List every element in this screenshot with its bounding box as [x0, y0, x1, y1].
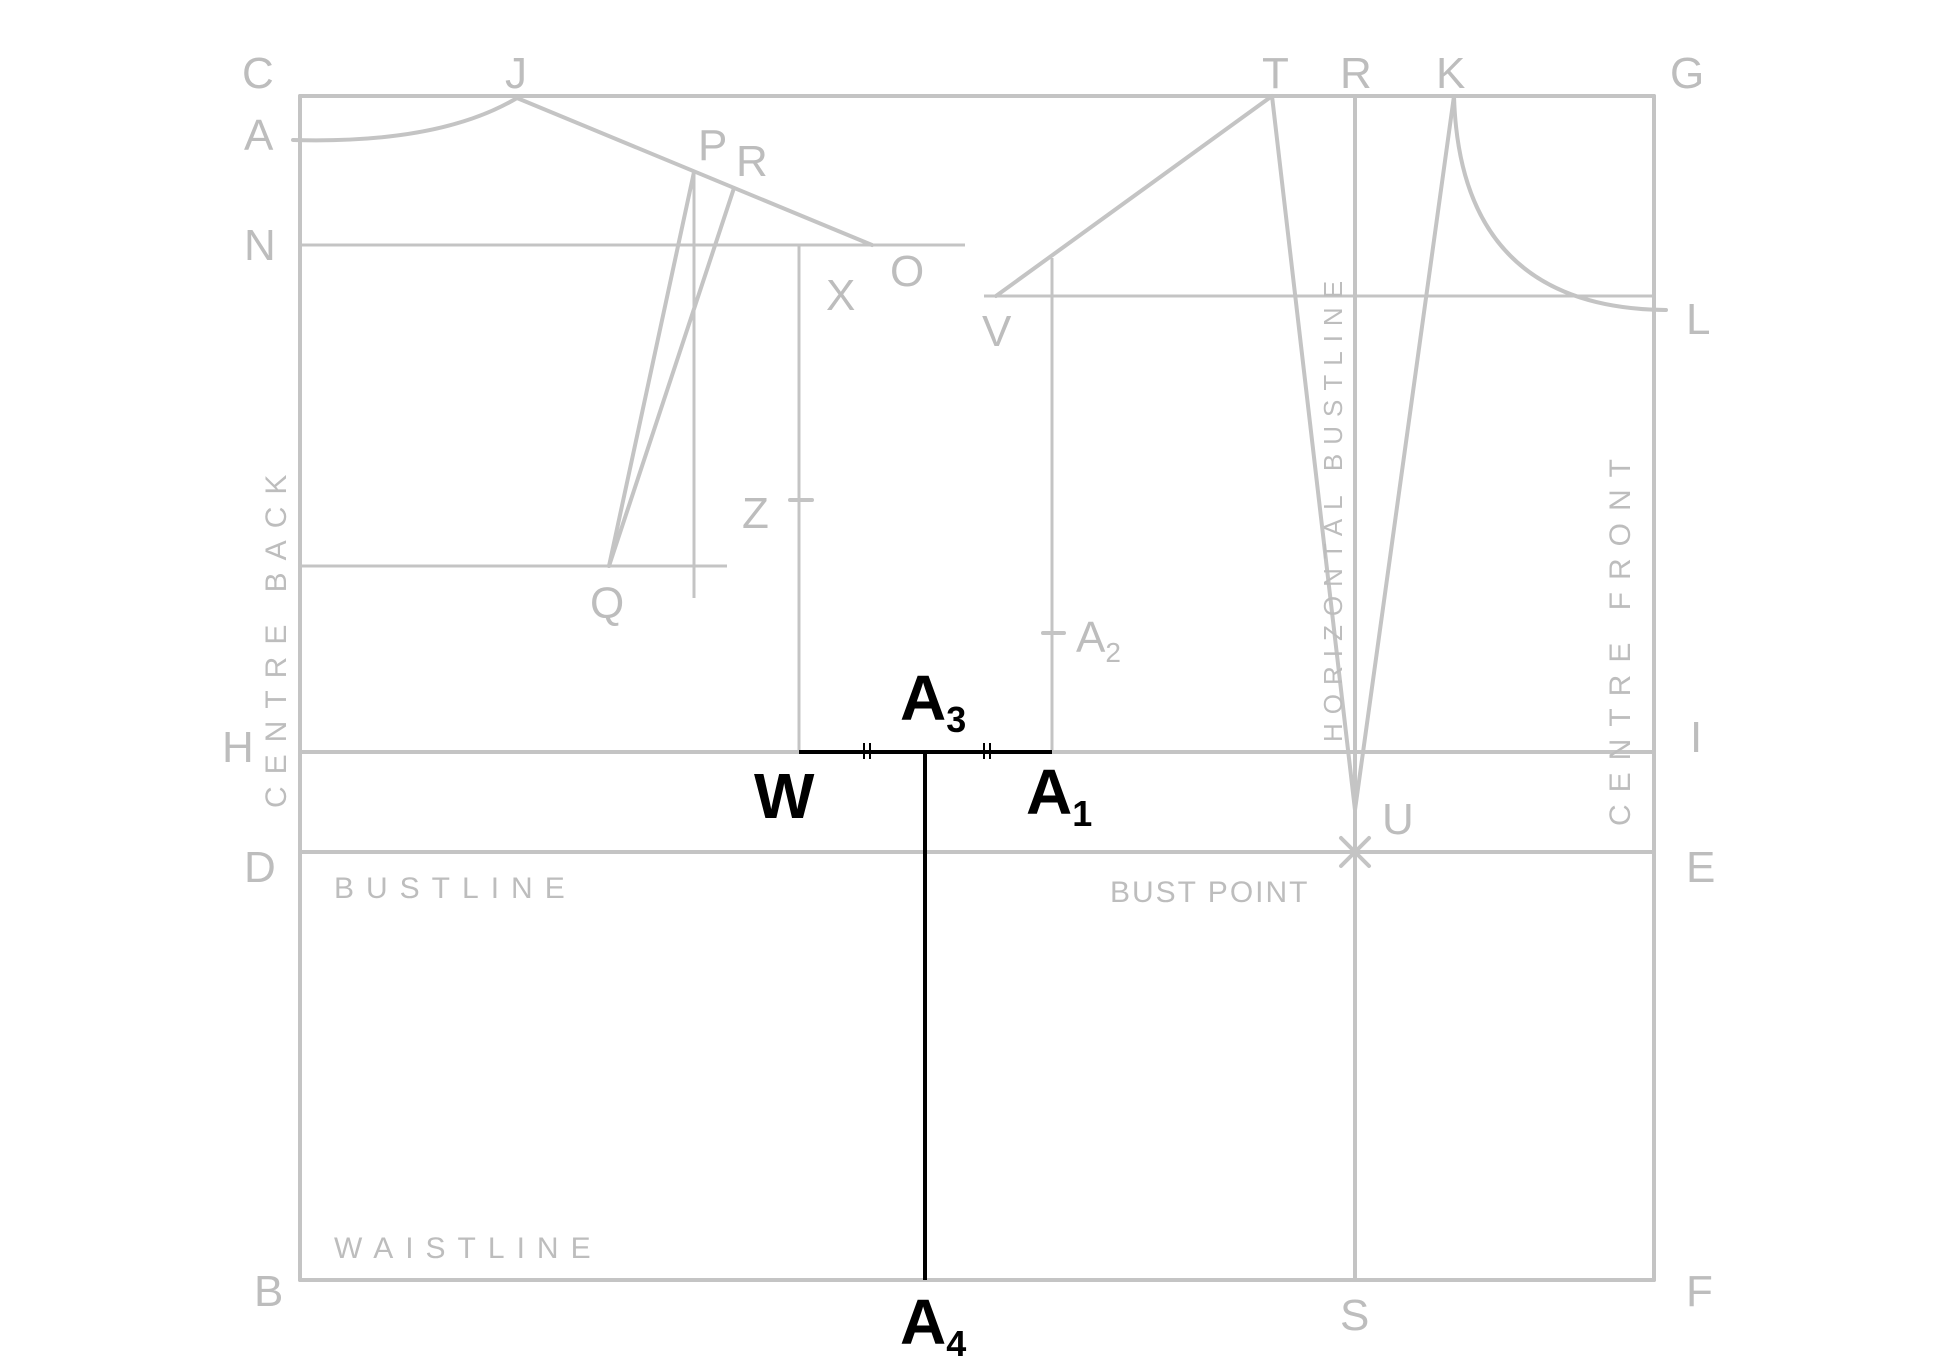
front-neck-curve — [1452, 94, 1668, 312]
centre-front-label: CENTRE FRONT — [1604, 447, 1637, 826]
point-r-top: R — [1340, 49, 1372, 98]
point-r: R — [736, 137, 768, 186]
back-dart-leg-r — [607, 186, 736, 568]
highlight-labels: W A1 A3 A4 — [754, 662, 1092, 1364]
line-labels: CENTRE BACK CENTRE FRONT HORIZONTAL BUST… — [260, 272, 1637, 1265]
point-z: Z — [742, 489, 769, 538]
point-t: T — [1262, 49, 1289, 98]
bust-point-label: BUST POINT — [1110, 876, 1309, 909]
point-u: U — [1382, 795, 1414, 844]
point-k: K — [1436, 49, 1465, 98]
back-dart-leg-p — [607, 170, 696, 568]
point-v: V — [982, 307, 1012, 356]
point-q: Q — [590, 579, 624, 628]
point-d: D — [244, 843, 276, 892]
point-w: W — [754, 760, 815, 832]
centre-back-label: CENTRE BACK — [260, 463, 293, 808]
point-e: E — [1686, 843, 1715, 892]
front-shoulder-line — [994, 94, 1274, 298]
point-j: J — [505, 49, 527, 98]
point-x: X — [826, 271, 855, 320]
back-neck-curve — [291, 96, 519, 143]
point-l: L — [1686, 295, 1710, 344]
bust-point-cross-2 — [1339, 836, 1371, 868]
highlighted-lines — [799, 743, 1052, 1280]
front-dart-leg-t — [1270, 94, 1357, 812]
point-a: A — [244, 111, 274, 160]
waistline-label: WAISTLINE — [334, 1232, 603, 1265]
point-a1: A1 — [1026, 756, 1092, 834]
point-p: P — [698, 121, 727, 170]
point-g: G — [1670, 49, 1704, 98]
horizontal-bustline-label: HORIZONTAL BUSTLINE — [1318, 272, 1348, 742]
point-f: F — [1686, 1267, 1713, 1316]
point-a4: A4 — [900, 1286, 966, 1364]
point-c: C — [242, 49, 274, 98]
point-labels: C J T R K G A P R N O X V L Z Q A2 H I U… — [222, 49, 1715, 1340]
point-b: B — [254, 1267, 283, 1316]
point-i: I — [1690, 713, 1702, 762]
construction-lines — [291, 94, 1668, 1282]
point-a2: A2 — [1076, 613, 1121, 668]
point-o: O — [890, 247, 924, 296]
front-dart-leg-k — [1353, 94, 1456, 812]
point-n: N — [244, 221, 276, 270]
point-h: H — [222, 723, 254, 772]
point-s: S — [1340, 1291, 1369, 1340]
bustline-label: BUSTLINE — [334, 872, 577, 905]
point-a3: A3 — [900, 662, 966, 740]
